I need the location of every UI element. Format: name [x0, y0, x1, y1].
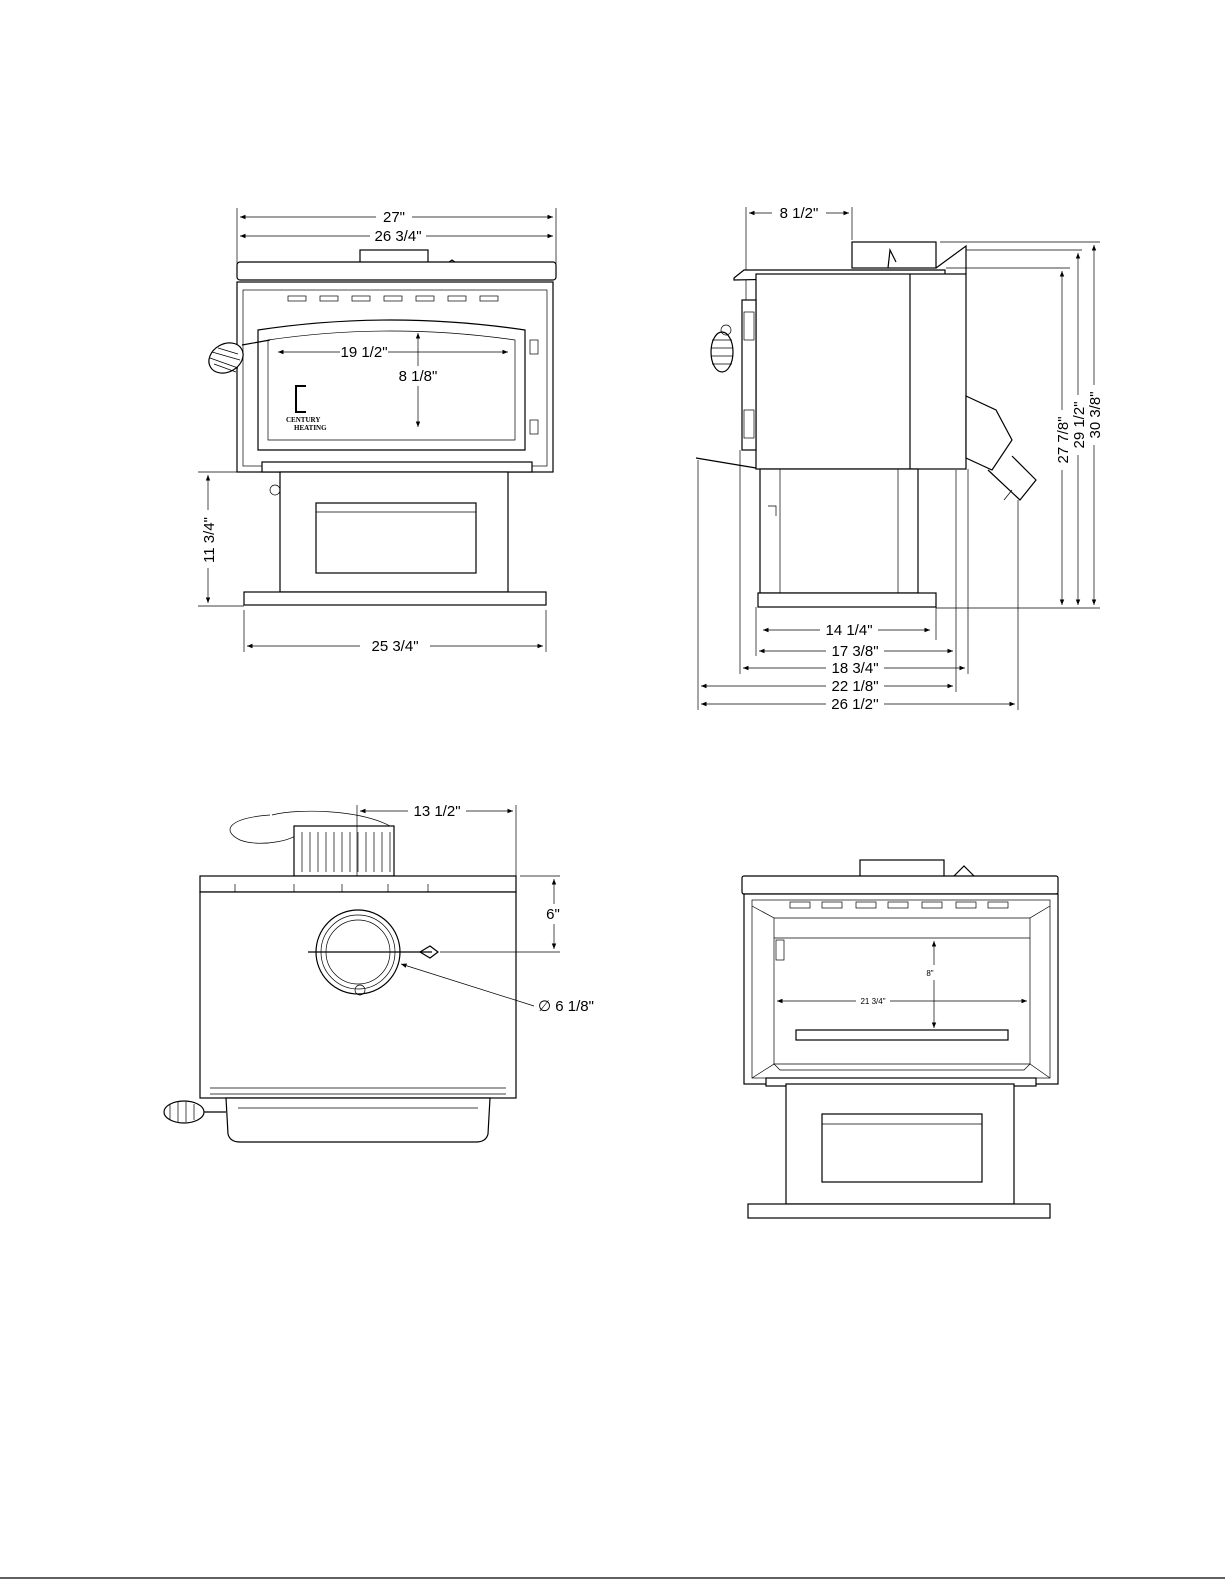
front-view: 27" 26 3/4": [198, 208, 556, 655]
flue-offset-label: 6": [546, 906, 560, 923]
door-height-label: 8 1/8": [399, 368, 438, 385]
top-view-pedestal: [226, 1098, 490, 1142]
flue-center-label: 13 1/2": [413, 803, 460, 820]
side-body: [756, 274, 966, 469]
firebox-width-label: 21 3/4": [860, 997, 885, 1006]
side-base-plate: [758, 593, 936, 607]
depth-label-5: 26 1/2'': [831, 696, 879, 713]
base-width-dimension: 25 3/4": [244, 610, 546, 655]
depth-label-3: 18 3/4": [831, 660, 878, 677]
top-view: 13 1/2" 6" ∅ 6 1/8": [164, 803, 594, 1142]
firebox-pedestal: [786, 1084, 1014, 1204]
top-view-handle-spring: [164, 1101, 226, 1123]
side-pedestal: [760, 469, 918, 593]
depth-label-1: 14 1/4": [825, 622, 872, 639]
flue-diameter-label: ∅ 6 1/8": [538, 998, 594, 1015]
height-label-1: 27 7/8": [1055, 416, 1072, 463]
rear-blower: [966, 396, 1036, 500]
firebox-top-plate: [742, 876, 1058, 894]
depth-label-4: 22 1/8": [831, 678, 878, 695]
firebox-view: 8" 21 3/4": [742, 860, 1058, 1218]
side-handle-spring: [711, 325, 733, 372]
logo-text-line2: HEATING: [294, 424, 327, 432]
door-width-label: 19 1/2": [340, 344, 387, 361]
firebox-base-plate: [748, 1204, 1050, 1218]
side-flue-collar: [852, 242, 936, 268]
power-cord: [230, 815, 300, 843]
front-width-label: 27": [383, 209, 405, 226]
blower-grille: [294, 826, 394, 876]
logo-text-line1: CENTURY: [286, 416, 320, 424]
firebox-height-label: 8": [926, 969, 933, 978]
depth-label-2: 17 3/8": [831, 643, 878, 660]
pedestal-height-label: 11 3/4": [201, 517, 218, 563]
top-plate: [237, 262, 556, 280]
top-view-plate: [200, 876, 516, 892]
pedestal: [270, 472, 508, 592]
firebox-body: [744, 894, 1058, 1084]
pedestal-height-dimension: 11 3/4": [198, 472, 260, 606]
height-label-2: 29 1/2": [1071, 401, 1088, 448]
stove-body: [237, 282, 553, 472]
base-width-label: 25 3/4": [371, 638, 418, 655]
front-top-width-label: 26 3/4": [374, 228, 421, 245]
side-flue-offset-label: 8 1/2": [780, 205, 819, 222]
height-label-3: 30 3/8": [1087, 391, 1104, 438]
base-plate: [244, 592, 546, 605]
side-view: 8 1/2": [696, 205, 1104, 713]
